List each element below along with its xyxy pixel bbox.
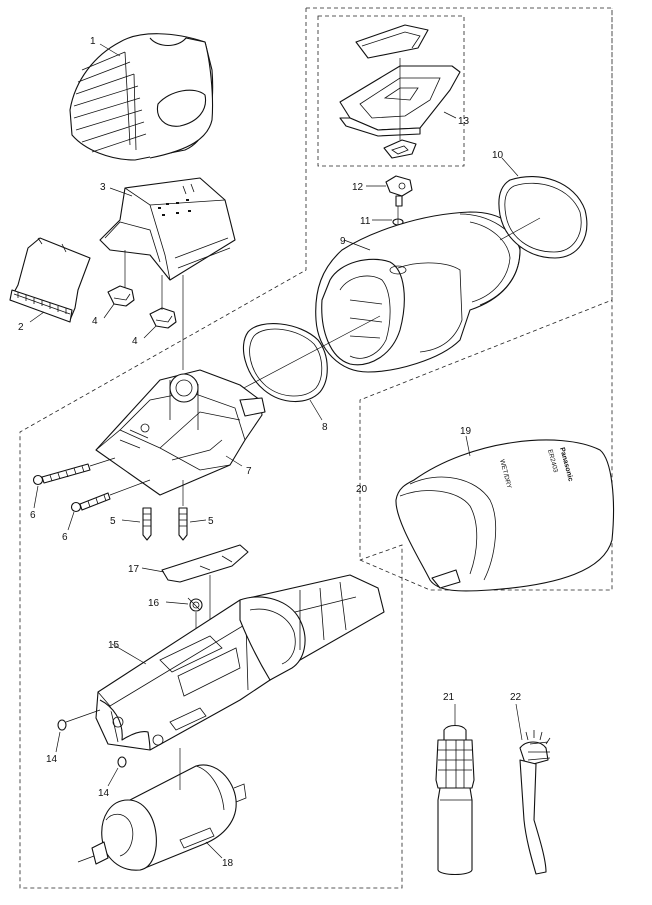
part-head-insert [339, 24, 461, 159]
leader-19 [465, 435, 471, 457]
leader-5a [121, 519, 141, 523]
part-spring-16 [187, 597, 203, 612]
group-boundary-right [306, 7, 613, 591]
leader-16 [165, 601, 189, 605]
part-screw-5b [178, 507, 188, 541]
leader-15 [111, 643, 147, 665]
callout-10: 10 [492, 150, 504, 161]
axis-10 [499, 217, 541, 241]
part-main-body [95, 574, 385, 751]
callout-20: 20 [356, 484, 368, 495]
group-boundary-13 [317, 15, 465, 167]
callout-12: 12 [352, 182, 364, 193]
part-motor [77, 764, 247, 871]
leader-7 [225, 455, 243, 467]
callout-7: 7 [246, 466, 252, 477]
leader-10 [501, 157, 519, 177]
callout-5b: 5 [208, 516, 214, 527]
callout-labels: 1 2 3 4 4 5 5 6 6 7 8 9 10 11 12 13 14 1… [18, 36, 522, 869]
callout-18: 18 [222, 858, 234, 869]
part-screw-6a [32, 463, 91, 486]
leader-4b [143, 325, 157, 339]
part-clip-upper [107, 285, 135, 307]
part-ring-14b [117, 756, 127, 768]
leader-4a [103, 303, 115, 319]
callout-14b: 14 [98, 788, 110, 799]
callout-9: 9 [340, 236, 346, 247]
callout-11: 11 [360, 216, 371, 227]
callout-5a: 5 [110, 516, 116, 527]
part-screw-12 [385, 175, 413, 207]
callout-22: 22 [510, 692, 522, 703]
leader-18 [205, 841, 223, 859]
callout-17: 17 [128, 564, 140, 575]
leader-13 [443, 111, 457, 119]
part-ring-14a [57, 719, 67, 731]
part-oil-bottle [435, 724, 475, 876]
callout-15: 15 [108, 640, 120, 651]
axis-6a [89, 457, 116, 467]
leader-2 [29, 311, 45, 323]
part-blade-cover [99, 177, 236, 281]
callout-19: 19 [460, 426, 472, 437]
callout-6a: 6 [30, 510, 36, 521]
axis-8 [239, 315, 381, 391]
leader-17 [141, 567, 165, 573]
part-clip-lower [149, 307, 177, 329]
callout-4a: 4 [92, 316, 98, 327]
part-protective-cap: Panasonic ER2403 WET/DRY [395, 439, 614, 592]
part-comb-attachment [69, 33, 214, 161]
callout-2: 2 [18, 322, 24, 333]
callout-4b: 4 [132, 336, 138, 347]
callout-6b: 6 [62, 532, 68, 543]
part-blade-base [95, 369, 266, 496]
leader-14b [107, 767, 119, 787]
leader-9 [343, 239, 371, 251]
leader-6b [67, 511, 75, 531]
callout-3: 3 [100, 182, 106, 193]
axis-14 [65, 709, 101, 723]
part-screw-6b [70, 492, 111, 513]
part-head-housing [315, 211, 521, 373]
part-plate-17 [161, 544, 249, 583]
leader-22 [515, 703, 523, 741]
leader-1 [99, 43, 121, 57]
part-gasket-8 [242, 323, 328, 403]
leader-3 [109, 187, 133, 197]
callout-21: 21 [443, 692, 455, 703]
leader-5b [189, 519, 207, 523]
callout-16: 16 [148, 598, 160, 609]
callout-14a: 14 [46, 754, 58, 765]
callout-1: 1 [90, 36, 96, 47]
part-blade [9, 237, 91, 323]
part-brush [519, 730, 551, 875]
group-boundary-main [19, 8, 403, 889]
callout-8: 8 [322, 422, 328, 433]
callout-13: 13 [458, 116, 470, 127]
leader-8 [309, 399, 323, 421]
leader-6a [33, 485, 39, 509]
leader-14a [55, 731, 61, 753]
part-gasket-10 [498, 176, 588, 259]
axis-6b [109, 479, 151, 496]
part-screw-5a [142, 507, 152, 541]
